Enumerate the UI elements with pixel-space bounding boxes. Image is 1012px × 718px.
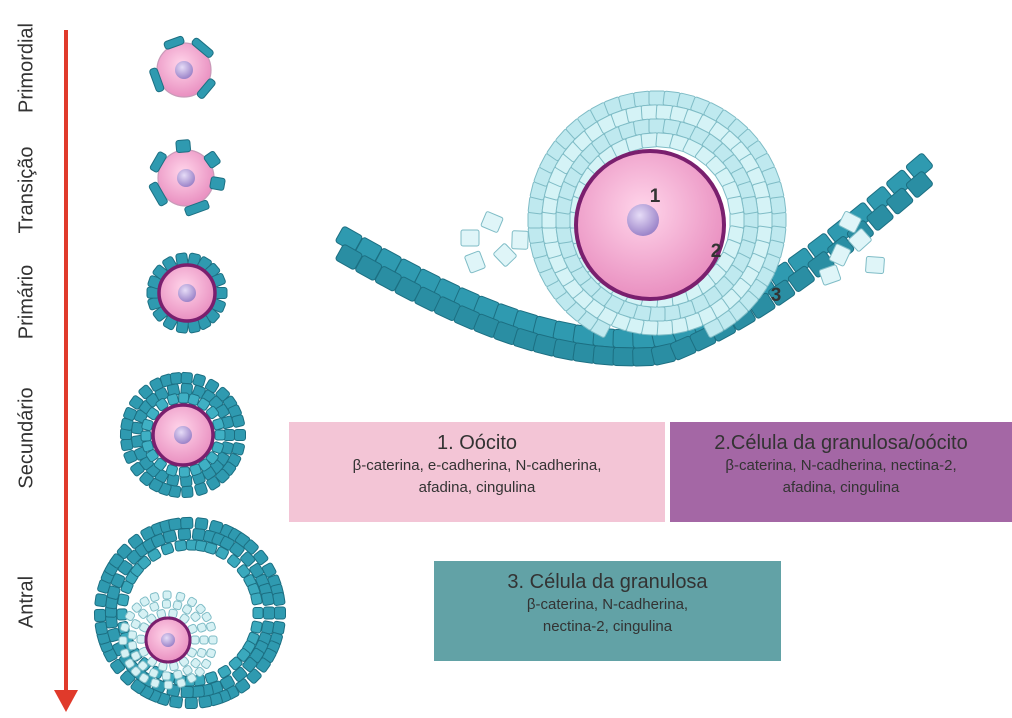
marker-1: 1: [650, 186, 661, 208]
granulosa-info-box: 3. Célula da granulosa β-caterina, N-cad…: [434, 561, 781, 661]
antral-follicle-icon: [94, 517, 285, 708]
granulosa-oocyte-proteins: β-caterina, N-cadherina, nectina-2, afad…: [670, 455, 1012, 499]
stage-label-primary: Primário: [27, 302, 28, 303]
oocyte-info-box: 1. Oócito β-caterina, e-cadherina, N-cad…: [289, 422, 665, 522]
stage-label-antral: Antral: [27, 602, 28, 603]
granulosa-oocyte-info-box: 2.Célula da granulosa/oócito β-caterina,…: [670, 422, 1012, 522]
granulosa-title: 3. Célula da granulosa: [434, 571, 781, 594]
primary-follicle-icon: [147, 253, 227, 334]
stage-label-primordial: Primordial: [27, 68, 28, 69]
transition-follicle-icon: [148, 140, 225, 217]
marker-3: 3: [771, 285, 782, 307]
oocyte-title: 1. Oócito: [289, 432, 665, 455]
secondary-follicle-icon: [120, 372, 245, 497]
timeline-arrow: [54, 30, 78, 712]
follicle-detail-illustration: [335, 91, 934, 366]
stage-label-transition: Transição: [27, 190, 28, 191]
primordial-follicle-icon: [149, 36, 216, 100]
granulosa-proteins: β-caterina, N-cadherina, nectina-2, cing…: [434, 594, 781, 638]
stage-label-secondary: Secundário: [27, 438, 28, 439]
oocyte-proteins: β-caterina, e-cadherina, N-cadherina, af…: [289, 455, 665, 499]
granulosa-oocyte-title: 2.Célula da granulosa/oócito: [670, 432, 1012, 455]
marker-2: 2: [711, 241, 722, 263]
